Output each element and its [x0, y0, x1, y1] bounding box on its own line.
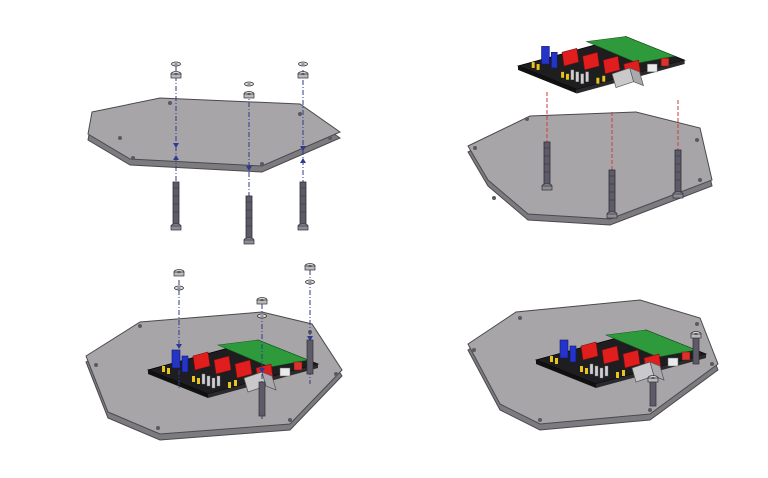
alignment-guides	[175, 66, 304, 200]
panel-step-4	[467, 299, 719, 431]
panel-step-2	[467, 36, 713, 226]
standoff-nut	[647, 375, 659, 407]
standoff	[258, 381, 266, 417]
standoff-screw	[297, 181, 309, 231]
standoff	[306, 339, 314, 375]
base-plate	[87, 97, 342, 173]
standoff-screw	[243, 195, 255, 245]
control-board	[517, 36, 686, 94]
standoff-screw	[170, 181, 182, 231]
panel-step-3	[85, 263, 343, 441]
panel-step-1	[87, 61, 342, 245]
standoff-nut	[690, 331, 702, 365]
base-plate	[467, 111, 713, 226]
guide-arrows	[173, 143, 306, 171]
